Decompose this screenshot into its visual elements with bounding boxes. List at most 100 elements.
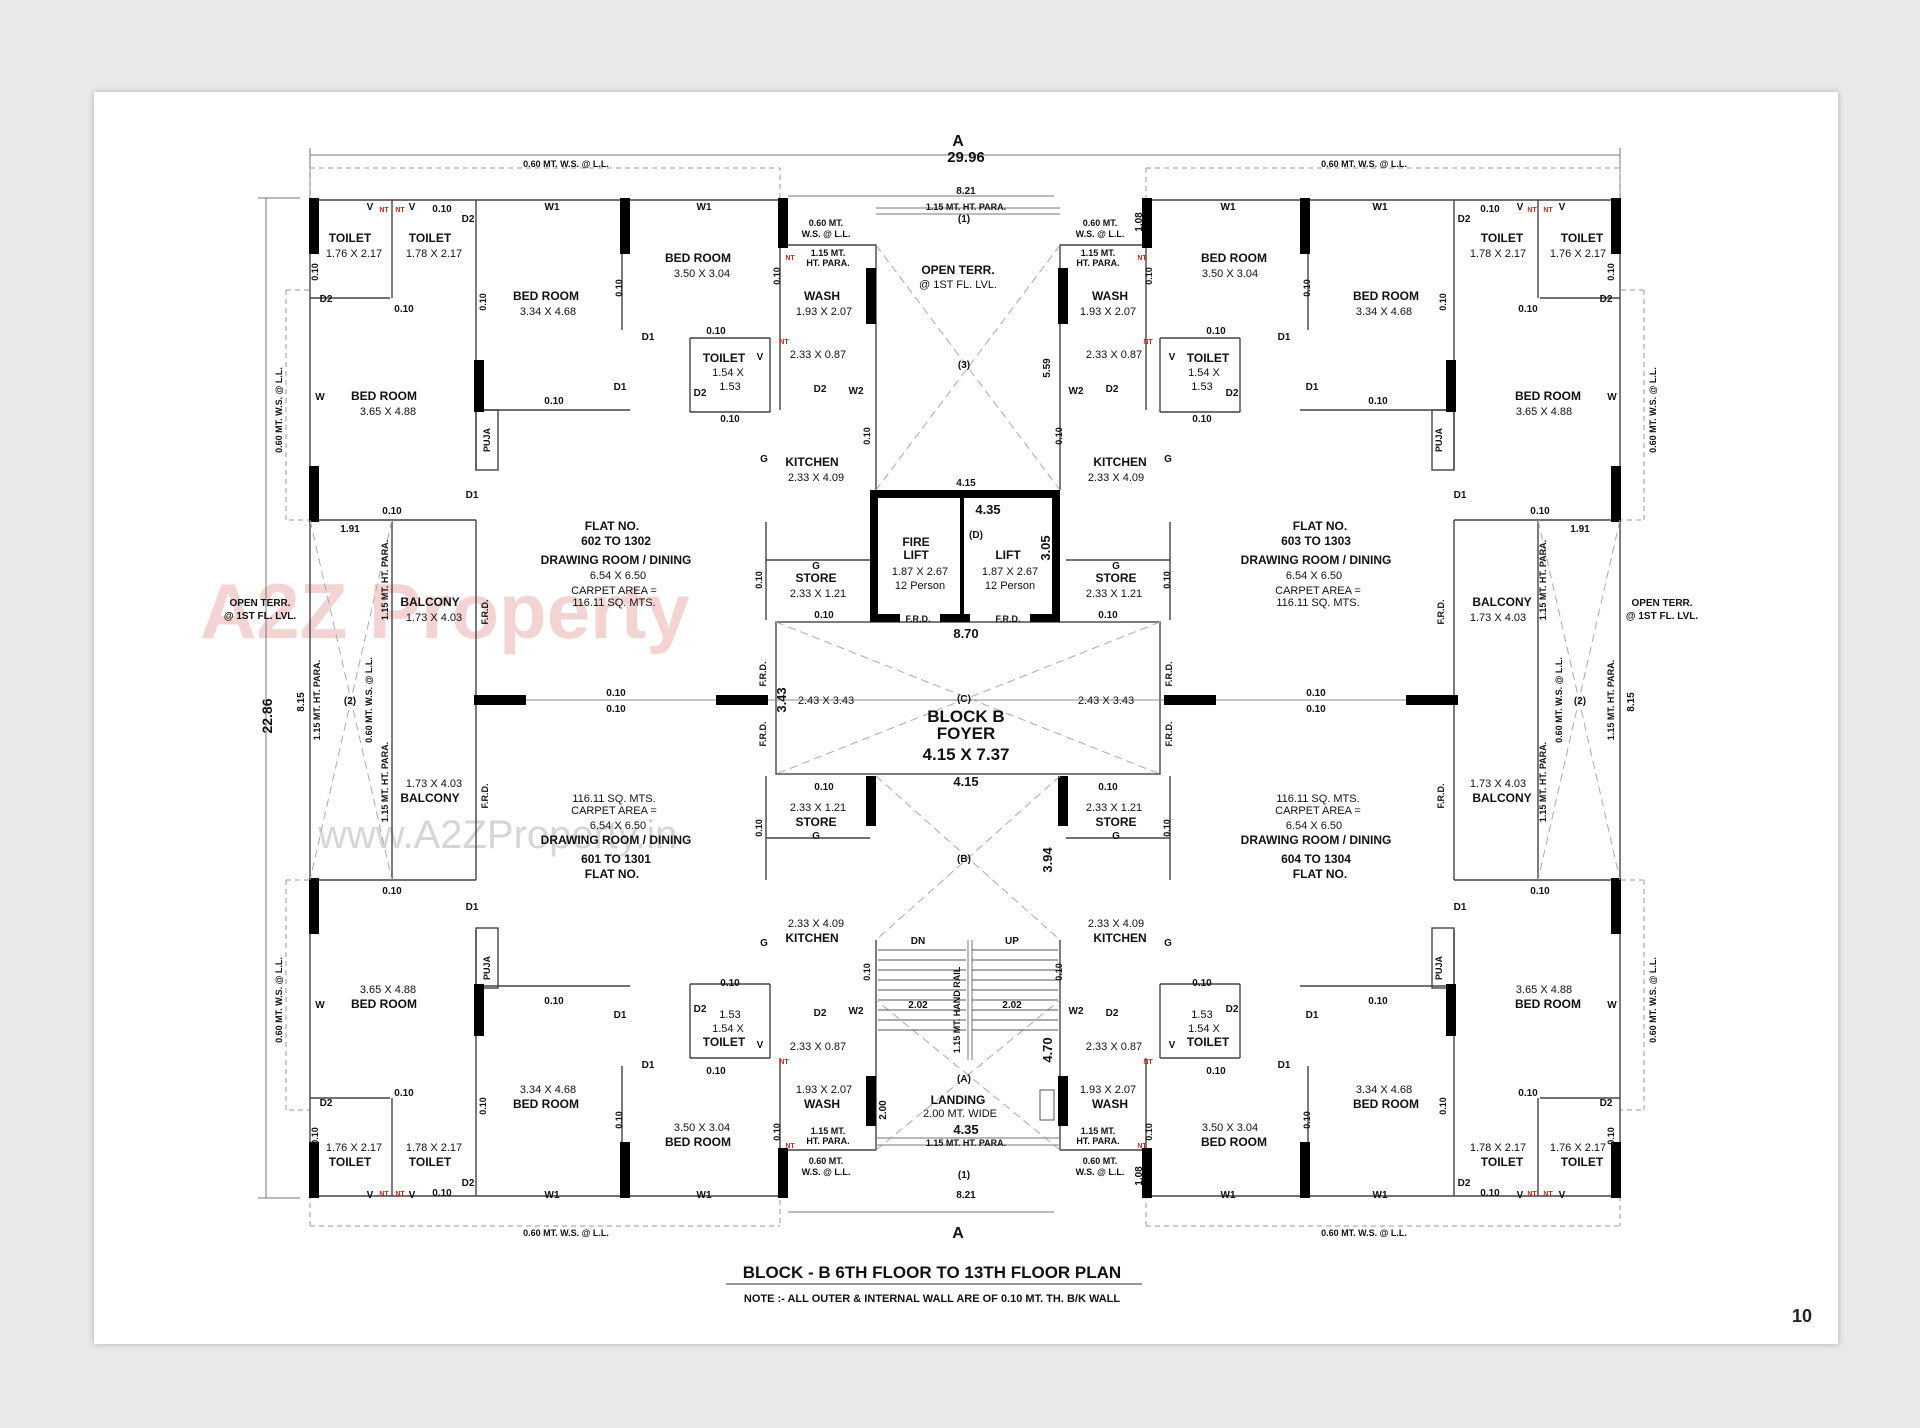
flat4-window-w: W (1607, 1000, 1617, 1011)
flat4-window-w2: W2 (1069, 1006, 1084, 1017)
flat3-toilet-1: TOILET (329, 1155, 372, 1169)
side-depth-dim-right: 8.15 (1626, 692, 1637, 712)
flat2-toilet-2-dim: 1.78 X 2.17 (1470, 248, 1526, 260)
flat3-window-w: W (315, 1000, 325, 1011)
flat4-balcony-dim: 1.73 X 4.03 (1470, 778, 1526, 790)
flat4-wash: WASH (1092, 1097, 1128, 1111)
stair-treads (878, 949, 1058, 1031)
flat2-drawing-room-dim: 6.54 X 6.50 (1286, 570, 1342, 582)
duct-ledge-br-b: W.S. @ L.L. (1076, 1167, 1125, 1177)
flat4-puja-label: PUJA (1434, 956, 1444, 981)
flat3-wall-t5: 0.10 (720, 978, 740, 989)
flat4-vent-1: V (1559, 1190, 1566, 1201)
flat1-wash: WASH (804, 289, 840, 303)
parapet-label-balcony-l2: 1.15 MT. HT. PARA. (380, 742, 390, 822)
flat3-bedroom-b: BED ROOM (665, 1135, 731, 1149)
flat1-vent-1: V (367, 202, 374, 213)
flat1-wall-v1: 0.10 (310, 263, 320, 281)
flat3-balcony: BALCONY (400, 791, 459, 805)
flat2-duct-dim: 2.33 X 0.87 (1086, 349, 1142, 361)
flat4-wall-t5: 0.10 (1192, 978, 1212, 989)
ledge-label-right-top: 0.60 MT. W.S. @ L.L. (1648, 367, 1658, 453)
flat2-window-w1-b: W1 (1221, 202, 1236, 213)
flat3-wall-t7: 0.10 (814, 782, 834, 793)
flat2-grill-g-b: G (1112, 561, 1120, 572)
plan-sheet (94, 92, 1838, 1344)
flat3-toilet-3-dim-b: 1.53 (719, 1009, 740, 1021)
marker-3: (3) (958, 360, 970, 371)
wall-segments (309, 198, 1621, 1198)
flat4-toilet-2-dim: 1.78 X 2.17 (1470, 1142, 1526, 1154)
flat1-balcony-dim: 1.73 X 4.03 (406, 612, 462, 624)
flat4-door-d2-b: D2 (1600, 1098, 1613, 1109)
open-terrace-left-level: @ 1ST FL. LVL. (224, 611, 297, 622)
flat1-kitchen: KITCHEN (785, 455, 838, 469)
parapet-label-left: 1.15 MT. HT. PARA. (312, 660, 322, 740)
flat2-window-w: W (1607, 392, 1617, 403)
flat2-balcony: BALCONY (1472, 595, 1531, 609)
flat4-toilet-3: TOILET (1187, 1035, 1230, 1049)
flat3-toilet-1-dim: 1.76 X 2.17 (326, 1142, 382, 1154)
duct-ledge-br-a: 0.60 MT. (1083, 1156, 1118, 1166)
flat2-frd-balcony: F.R.D. (1436, 599, 1446, 624)
flat1-store: STORE (795, 571, 836, 585)
flat2-wall-t3: 0.10 (1206, 326, 1226, 337)
flat2-wall-t1: 0.10 (1480, 204, 1500, 215)
flat3-toilet-2-dim: 1.78 X 2.17 (406, 1142, 462, 1154)
flat4-frd-balcony: F.R.D. (1436, 783, 1446, 808)
flat1-wall-t8: 0.10 (606, 688, 626, 699)
flat1-wall-v4: 0.10 (772, 267, 782, 285)
core-details (309, 207, 1621, 1151)
stair-depth-dim: 4.70 (1040, 1037, 1055, 1062)
flat2-wall-v4: 0.10 (1144, 267, 1154, 285)
landing-width: 2.00 MT. WIDE (923, 1108, 997, 1120)
marker-2-right: (2) (1574, 696, 1586, 707)
flat4-bedroom-b-dim: 3.50 X 3.04 (1202, 1122, 1258, 1134)
flat4-kitchen-dim: 2.33 X 4.09 (1088, 918, 1144, 930)
flat2-bedroom-a: BED ROOM (1353, 289, 1419, 303)
flat3-bedroom-master: BED ROOM (351, 997, 417, 1011)
flat3-kitchen-dim: 2.33 X 4.09 (788, 918, 844, 930)
foyer-frd-r1: F.R.D. (1164, 661, 1174, 686)
flat1-wall-v6: 0.10 (754, 571, 764, 589)
flat1-duct-dim: 2.33 X 0.87 (790, 349, 846, 361)
core-mid-dim: 8.70 (953, 626, 978, 641)
flat2-bedroom-master: BED ROOM (1515, 389, 1581, 403)
flat3-bedroom-a: BED ROOM (513, 1097, 579, 1111)
flat3-kitchen: KITCHEN (785, 931, 838, 945)
parapet-label-bottom: 1.15 MT. HT. PARA. (926, 1138, 1006, 1148)
flat3-drawing-room-dim: 6.54 X 6.50 (590, 820, 646, 832)
flat4-wall-t4: 0.10 (1368, 996, 1388, 1007)
flat4-bedroom-master-dim: 3.65 X 4.88 (1516, 984, 1572, 996)
flat4-wall-v1: 0.10 (1606, 1127, 1616, 1145)
flat3-window-w1-b: W1 (697, 1190, 712, 1201)
flat4-toilet-3-dim-b: 1.53 (1191, 1009, 1212, 1021)
duct-ledge-tr-a: 0.60 MT. (1083, 218, 1118, 228)
flat1-grill-g-a: G (760, 454, 768, 465)
flat3-vent-1: V (367, 1190, 374, 1201)
flat2-wall-v6: 0.10 (1162, 571, 1172, 589)
flat4-flat-number: 604 TO 1304 (1281, 852, 1351, 866)
lift-capacity: 12 Person (985, 580, 1035, 592)
flat3-grill-g-a: G (760, 938, 768, 949)
flat3-door-d2-c: D2 (694, 1004, 707, 1015)
flat1-bedroom-b-dim: 3.50 X 3.04 (674, 268, 730, 280)
flat1-window-w2: W2 (849, 386, 864, 397)
flat3-store-dim: 2.33 X 1.21 (790, 802, 846, 814)
flat1-store-dim: 2.33 X 1.21 (790, 588, 846, 600)
watermark-url: www.A2ZProperty.in (317, 813, 677, 857)
overall-width-dim: 29.96 (947, 149, 985, 166)
flat3-grill-g-b: G (812, 831, 820, 842)
flat4-toilet-1-dim: 1.76 X 2.17 (1550, 1142, 1606, 1154)
flat1-toilet-3-dim-b: 1.53 (719, 381, 740, 393)
ledge-label-br: 0.60 MT. W.S. @ L.L. (1321, 1228, 1407, 1238)
landing-width-dim: 4.35 (953, 1122, 978, 1137)
flat4-wall-t8: 0.10 (1306, 704, 1326, 715)
flat4-wash-dim: 1.93 X 2.07 (1080, 1084, 1136, 1096)
flat2-vent-3: V (1169, 352, 1176, 363)
flat2-carpet-area-value: 116.11 SQ. MTS. (1276, 597, 1359, 609)
section-marker-bottom: A (952, 1225, 964, 1242)
flat2-door-d1-a: D1 (1278, 332, 1291, 343)
